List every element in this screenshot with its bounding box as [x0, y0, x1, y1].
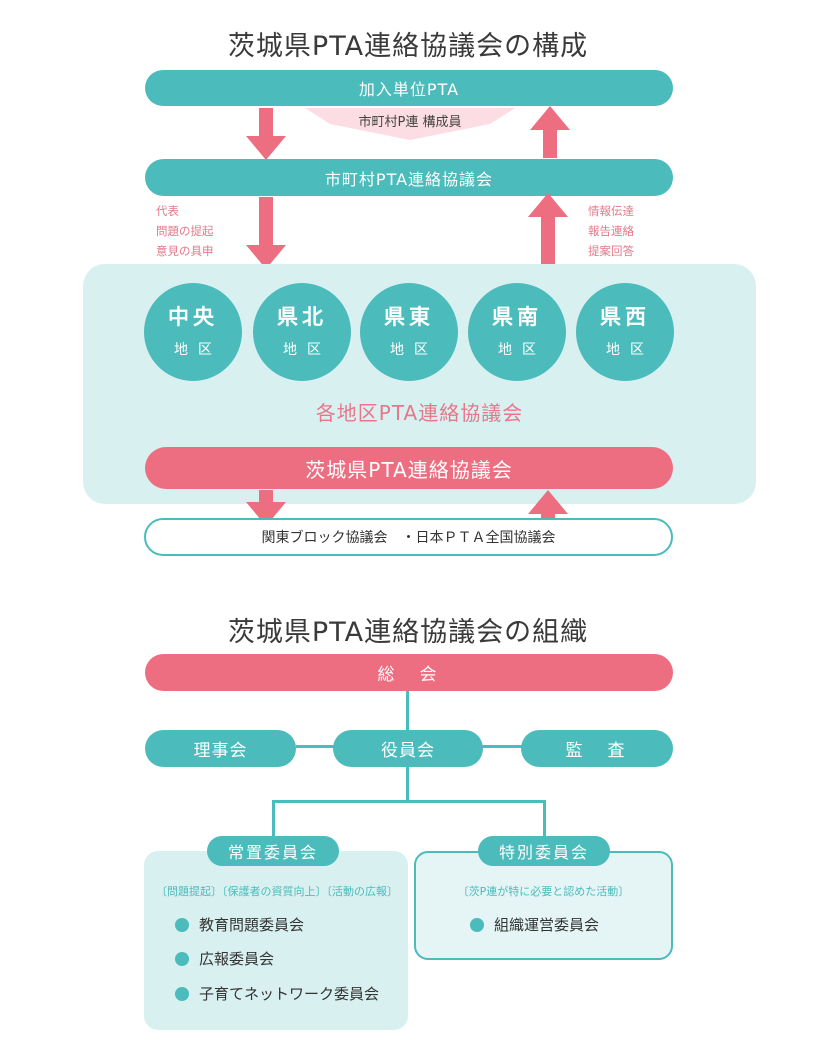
committee-name: 広報委員会: [199, 950, 275, 968]
down-arrow-2: [246, 197, 286, 269]
left-note: 意見の具申: [156, 244, 214, 258]
auditors-label: 監 査: [565, 741, 629, 761]
committee-name: 子育てネットワーク委員会: [199, 985, 380, 1003]
connector-line: [272, 800, 275, 837]
district-circle-kennan: 県南 地区: [468, 283, 566, 381]
left-notes: 代表 問題の提起 意見の具申: [156, 201, 214, 261]
right-note: 提案回答: [588, 244, 634, 258]
general-meeting-bar: 総 会: [145, 654, 673, 691]
district-circle-chuo: 中央 地区: [144, 283, 242, 381]
district-council-label: 各地区PTA連絡協議会: [315, 401, 524, 425]
standing-committee-header: 常置委員会: [207, 836, 339, 866]
connector-line: [406, 766, 409, 802]
district-circle-kenpoku: 県北 地区: [253, 283, 351, 381]
district-sub: 地区: [174, 342, 222, 358]
list-item: 広報委員会: [175, 948, 274, 969]
external-label: 関東ブロック協議会 ・日本ＰＴＡ全国協議会: [261, 530, 556, 546]
district-circle-kensei: 県西 地区: [576, 283, 674, 381]
unit-pta-bar: 加入単位PTA: [145, 70, 673, 106]
right-notes: 情報伝達 報告連絡 提案回答: [588, 201, 634, 261]
district-name: 県北: [277, 305, 327, 329]
external-bar: 関東ブロック協議会 ・日本ＰＴＡ全国協議会: [144, 518, 673, 556]
list-item: 子育てネットワーク委員会: [175, 983, 379, 1004]
special-committee-panel: [414, 851, 673, 960]
special-committee-note: 〔茨P連が特に必要と認めた活動〕: [457, 885, 630, 898]
committee-name: 組織運営委員会: [494, 916, 600, 934]
board-label: 理事会: [193, 741, 248, 761]
auditors-bar: 監 査: [521, 730, 673, 767]
unit-pta-label: 加入単位PTA: [358, 80, 460, 99]
general-meeting-label: 総 会: [377, 665, 441, 685]
board-bar: 理事会: [145, 730, 296, 767]
connector-line: [482, 745, 522, 748]
member-banner: [305, 108, 515, 140]
officers-bar: 役員会: [333, 730, 483, 767]
left-note: 問題の提起: [156, 224, 214, 238]
bullet-icon: [175, 917, 189, 932]
district-sub: 地区: [390, 342, 438, 358]
committee-name: 教育問題委員会: [199, 916, 305, 934]
pref-council-bar: 茨城県PTA連絡協議会: [145, 447, 673, 489]
pref-council-label: 茨城県PTA連絡協議会: [305, 457, 513, 482]
organization-title: 茨城県PTA連絡協議会の組織: [227, 617, 589, 648]
special-committee-header: 特別委員会: [478, 836, 610, 866]
district-name: 中央: [168, 305, 218, 329]
bullet-icon: [175, 986, 189, 1001]
connector-line: [543, 800, 546, 837]
left-note: 代表: [156, 204, 179, 218]
connector-line: [272, 800, 546, 803]
connector-line: [296, 745, 336, 748]
down-arrow-1: [246, 108, 286, 160]
member-note: 市町村P連 構成員: [358, 115, 462, 130]
district-circle-kento: 県東 地区: [360, 283, 458, 381]
connector-line: [406, 691, 409, 731]
municipal-label: 市町村PTA連絡協議会: [324, 169, 494, 189]
up-arrow-1: [530, 106, 570, 158]
district-sub: 地区: [283, 342, 331, 358]
list-item: 組織運営委員会: [470, 914, 599, 935]
standing-committee-note: 〔問題提起〕〔保護者の資質向上〕〔活動の広報〕: [156, 885, 398, 898]
structure-title: 茨城県PTA連絡協議会の構成: [227, 31, 589, 62]
up-arrow-2: [528, 193, 568, 265]
down-arrow-3: [246, 490, 286, 526]
bullet-icon: [175, 951, 189, 966]
officers-label: 役員会: [381, 741, 435, 761]
right-note: 情報伝達: [588, 204, 634, 218]
municipal-bar: 市町村PTA連絡協議会: [145, 159, 673, 196]
right-note: 報告連絡: [588, 224, 634, 238]
district-sub: 地区: [606, 342, 654, 358]
bullet-icon: [470, 917, 484, 932]
district-name: 県西: [600, 305, 650, 329]
district-name: 県南: [492, 305, 542, 329]
list-item: 教育問題委員会: [175, 914, 304, 935]
standing-committee-panel: [144, 851, 408, 1030]
district-name: 県東: [384, 305, 434, 329]
district-sub: 地区: [498, 342, 546, 358]
